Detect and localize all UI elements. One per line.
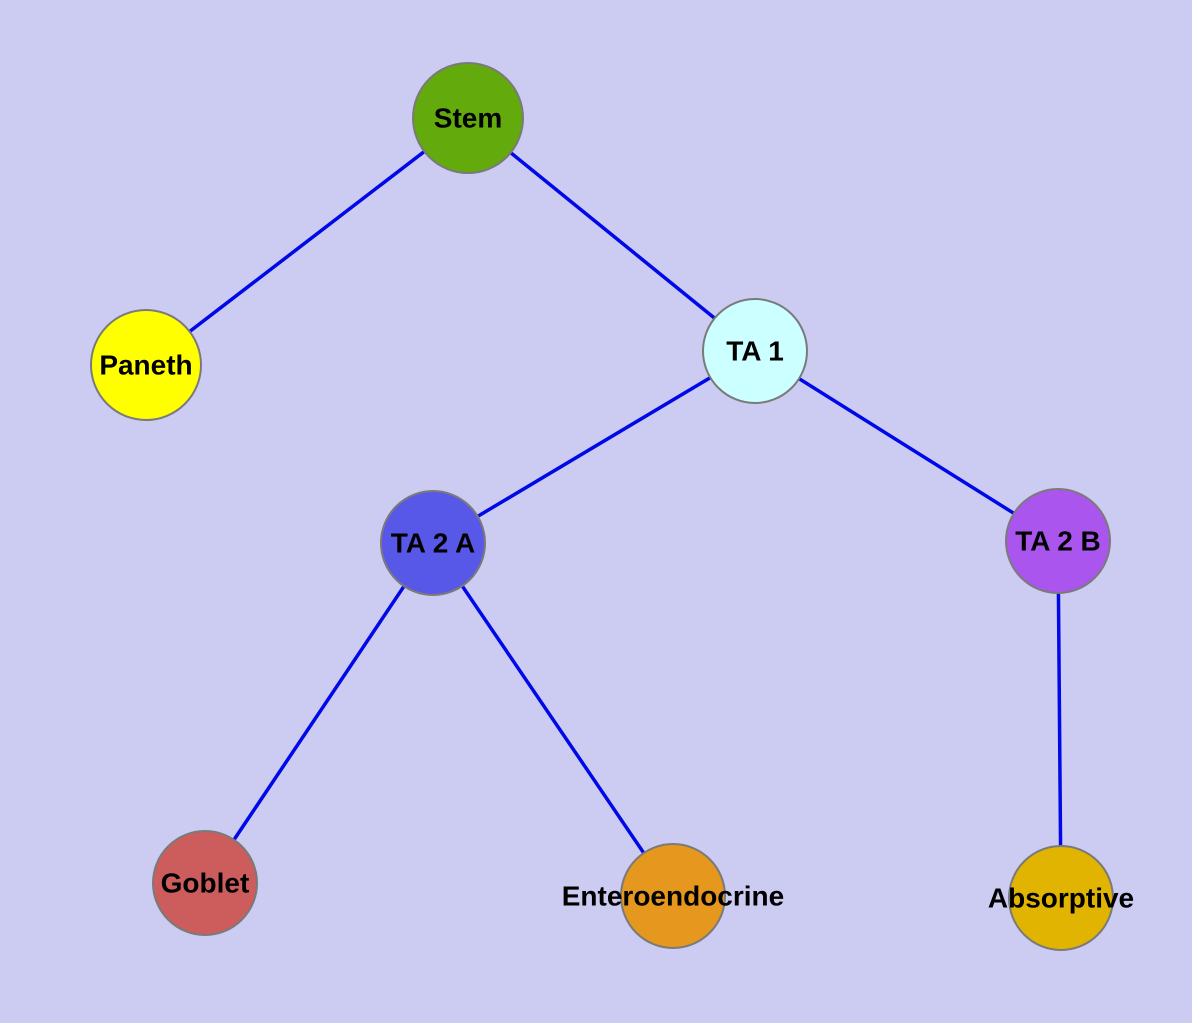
node-goblet[interactable]: Goblet <box>152 830 258 936</box>
ta-1-circle <box>702 298 808 404</box>
edge-stem-ta-1 <box>466 116 757 353</box>
stem-circle <box>412 62 524 174</box>
goblet-circle <box>152 830 258 936</box>
edge-ta-2-a-goblet <box>203 542 435 884</box>
edge-ta-2-a-enteroendocrine <box>431 542 675 897</box>
node-ta-1[interactable]: TA 1 <box>702 298 808 404</box>
enteroendocrine-circle <box>620 843 726 949</box>
edge-ta-1-ta-2-a <box>432 349 756 545</box>
node-ta-2-b[interactable]: TA 2 B <box>1005 488 1111 594</box>
ta-2-a-circle <box>380 490 486 596</box>
node-ta-2-a[interactable]: TA 2 A <box>380 490 486 596</box>
edge-ta-1-ta-2-b <box>754 349 1059 543</box>
node-stem[interactable]: Stem <box>412 62 524 174</box>
ta-2-b-circle <box>1005 488 1111 594</box>
absorptive-circle <box>1008 845 1114 951</box>
edge-ta-2-b-absorptive <box>1056 540 1063 899</box>
edge-stem-paneth <box>144 116 470 367</box>
paneth-circle <box>90 309 202 421</box>
node-paneth[interactable]: Paneth <box>90 309 202 421</box>
